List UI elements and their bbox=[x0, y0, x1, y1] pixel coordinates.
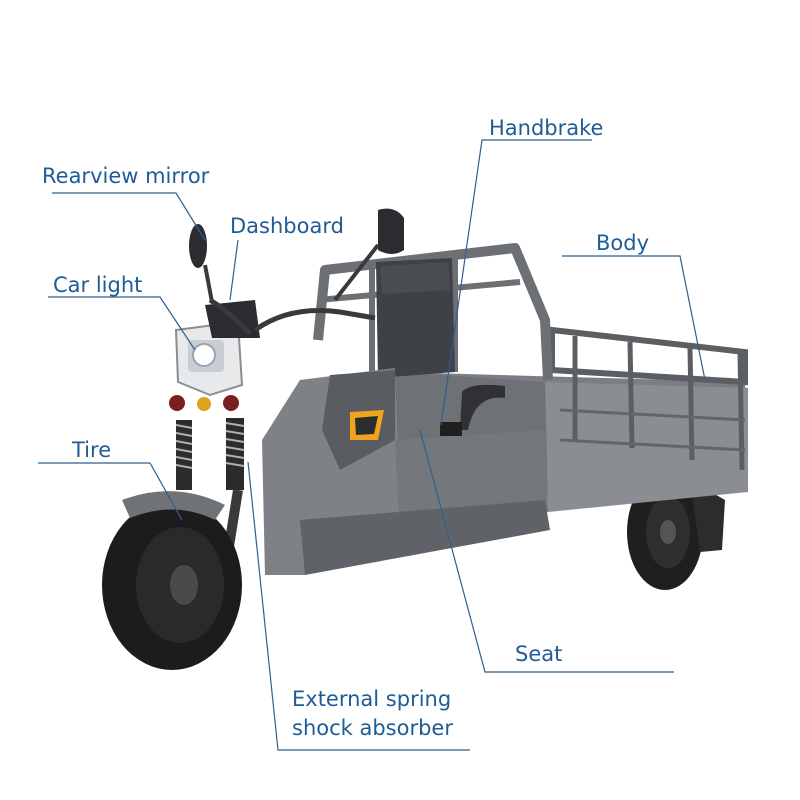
leader-shock-absorber bbox=[247, 461, 470, 751]
leader-rearview-mirror bbox=[52, 192, 206, 241]
leader-tire bbox=[38, 462, 183, 521]
rear-tire bbox=[627, 474, 703, 590]
leader-body bbox=[562, 255, 706, 381]
seat bbox=[376, 258, 455, 378]
label-car-light: Car light bbox=[53, 273, 143, 297]
label-seat: Seat bbox=[515, 642, 563, 666]
label-body: Body bbox=[596, 231, 650, 255]
leader-handbrake bbox=[440, 139, 592, 426]
leader-car-light bbox=[48, 296, 196, 351]
label-handbrake: Handbrake bbox=[489, 116, 604, 140]
leader-lines bbox=[38, 139, 706, 751]
handlebars bbox=[208, 297, 376, 336]
cab-body bbox=[262, 368, 550, 575]
leader-dashboard bbox=[229, 239, 239, 301]
electric-cargo-tricycle bbox=[102, 208, 748, 670]
label-shock-line-1: External spring bbox=[292, 687, 452, 711]
front-tire bbox=[102, 491, 242, 670]
label-dashboard: Dashboard bbox=[230, 214, 344, 238]
label-tire: Tire bbox=[72, 438, 112, 462]
leader-seat bbox=[419, 429, 674, 673]
label-rearview-mirror: Rearview mirror bbox=[42, 164, 210, 188]
label-external-spring-shock-absorber: External spring shock absorber bbox=[292, 685, 453, 743]
label-shock-line-2: shock absorber bbox=[292, 716, 453, 740]
rear-mudguard bbox=[690, 480, 725, 552]
